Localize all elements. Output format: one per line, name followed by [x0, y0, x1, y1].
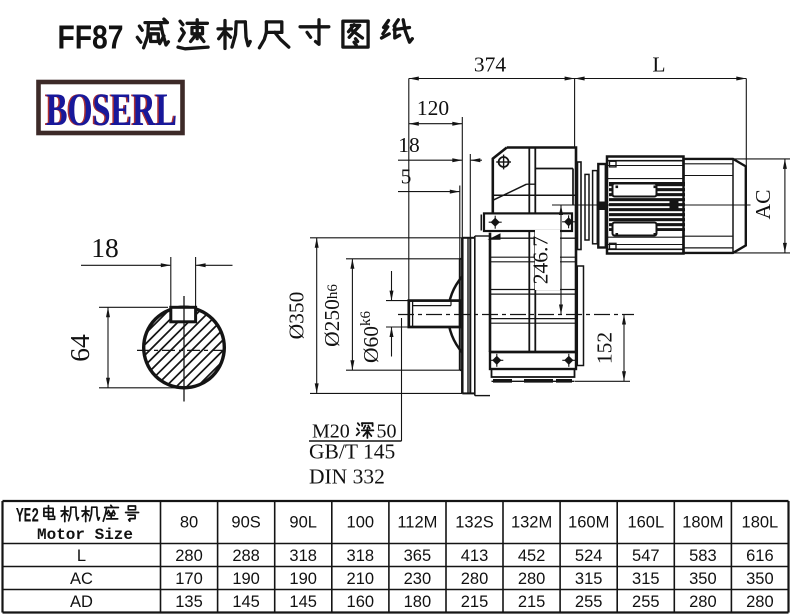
svg-text:374: 374: [474, 53, 507, 77]
svg-text:90L: 90L: [289, 514, 317, 532]
svg-text:215: 215: [461, 593, 489, 611]
svg-text:318: 318: [347, 547, 375, 565]
svg-text:L: L: [652, 53, 665, 77]
svg-text:80: 80: [180, 514, 198, 532]
svg-text:318: 318: [289, 547, 317, 565]
svg-text:350: 350: [746, 570, 774, 588]
svg-text:BOSERL: BOSERL: [45, 84, 176, 136]
svg-text:547: 547: [632, 547, 660, 565]
svg-text:100: 100: [347, 514, 375, 532]
svg-text:255: 255: [575, 593, 603, 611]
svg-text:230: 230: [404, 570, 432, 588]
svg-text:50: 50: [377, 421, 397, 443]
svg-text:GB/T 145: GB/T 145: [309, 440, 395, 464]
svg-text:132S: 132S: [455, 514, 494, 532]
svg-text:M20: M20: [312, 421, 350, 443]
svg-text:315: 315: [575, 570, 603, 588]
svg-text:280: 280: [689, 593, 717, 611]
svg-text:18: 18: [91, 232, 119, 263]
svg-text:280: 280: [746, 593, 774, 611]
svg-text:132M: 132M: [511, 514, 552, 532]
svg-text:AD: AD: [70, 593, 93, 611]
svg-text:145: 145: [289, 593, 317, 611]
svg-text:AC: AC: [70, 570, 93, 588]
svg-text:YE2: YE2: [16, 506, 39, 529]
svg-text:280: 280: [175, 547, 203, 565]
svg-text:145: 145: [232, 593, 260, 611]
svg-text:180L: 180L: [742, 514, 779, 532]
svg-text:90S: 90S: [231, 514, 260, 532]
svg-text:524: 524: [575, 547, 603, 565]
svg-text:583: 583: [689, 547, 717, 565]
svg-text:160M: 160M: [568, 514, 609, 532]
svg-text:280: 280: [518, 570, 546, 588]
svg-text:18: 18: [398, 133, 420, 157]
svg-text:135: 135: [175, 593, 203, 611]
svg-text:210: 210: [347, 570, 375, 588]
svg-text:5: 5: [401, 165, 412, 189]
svg-text:64: 64: [64, 334, 95, 362]
svg-text:413: 413: [461, 547, 489, 565]
svg-text:DIN 332: DIN 332: [309, 465, 385, 489]
svg-text:BOSERL: BOSERL: [46, 84, 177, 136]
svg-text:160: 160: [347, 593, 375, 611]
svg-text:190: 190: [232, 570, 260, 588]
svg-text:616: 616: [746, 547, 774, 565]
svg-text:160L: 160L: [627, 514, 664, 532]
svg-text:280: 280: [461, 570, 489, 588]
svg-text:112M: 112M: [397, 514, 437, 532]
svg-text:190: 190: [289, 570, 317, 588]
svg-text:FF87: FF87: [58, 19, 124, 56]
svg-text:152: 152: [593, 332, 617, 364]
svg-text:L: L: [77, 547, 86, 565]
svg-text:452: 452: [518, 547, 546, 565]
svg-text:350: 350: [689, 570, 717, 588]
svg-text:255: 255: [632, 593, 660, 611]
svg-text:Motor Size: Motor Size: [37, 526, 133, 544]
svg-text:180: 180: [404, 593, 432, 611]
svg-text:180M: 180M: [682, 514, 723, 532]
svg-text:215: 215: [518, 593, 546, 611]
svg-text:120: 120: [417, 96, 449, 120]
svg-text:Ø350: Ø350: [285, 292, 309, 340]
svg-text:AC: AC: [751, 190, 775, 220]
svg-text:365: 365: [404, 547, 432, 565]
svg-text:315: 315: [632, 570, 660, 588]
svg-text:246.7: 246.7: [529, 236, 553, 285]
svg-text:288: 288: [232, 547, 260, 565]
svg-text:170: 170: [175, 570, 203, 588]
